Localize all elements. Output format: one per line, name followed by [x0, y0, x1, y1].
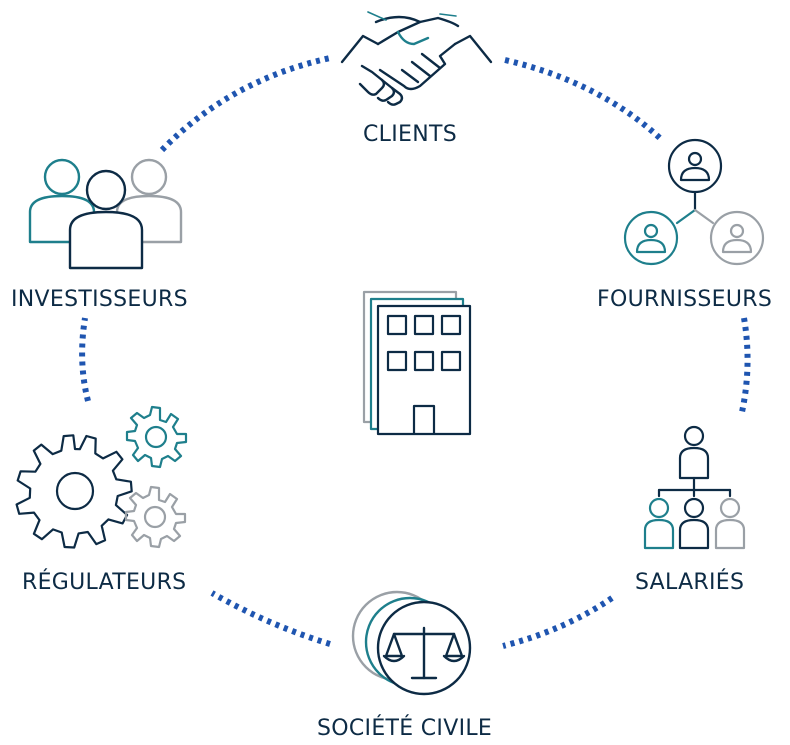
label-salaries: SALARIÉS: [635, 570, 745, 595]
connector-societe-regulateurs: [210, 590, 331, 647]
company-building-icon: [362, 290, 472, 436]
label-regulateurs: RÉGULATEURS: [22, 570, 187, 595]
gears-icon: [15, 405, 188, 549]
supplier-network-icon: [623, 138, 765, 266]
connector-dots: [79, 55, 751, 649]
org-chart-icon: [643, 425, 746, 550]
connector-clients-fournisseurs: [504, 57, 665, 143]
handshake-icon: [340, 11, 493, 106]
label-societe-civile: SOCIÉTÉ CIVILE: [317, 716, 493, 741]
connector-investisseurs-clients: [159, 55, 331, 153]
label-investisseurs: INVESTISSEURS: [11, 287, 188, 312]
connector-fournisseurs-salaries: [739, 317, 751, 413]
people-group-icon: [28, 158, 183, 270]
label-fournisseurs: FOURNISSEURS: [597, 287, 773, 312]
label-clients: CLIENTS: [363, 122, 457, 147]
justice-scales-icon: [351, 590, 472, 696]
connector-regulateurs-investisseurs: [79, 317, 91, 402]
connector-salaries-societe: [502, 595, 614, 649]
